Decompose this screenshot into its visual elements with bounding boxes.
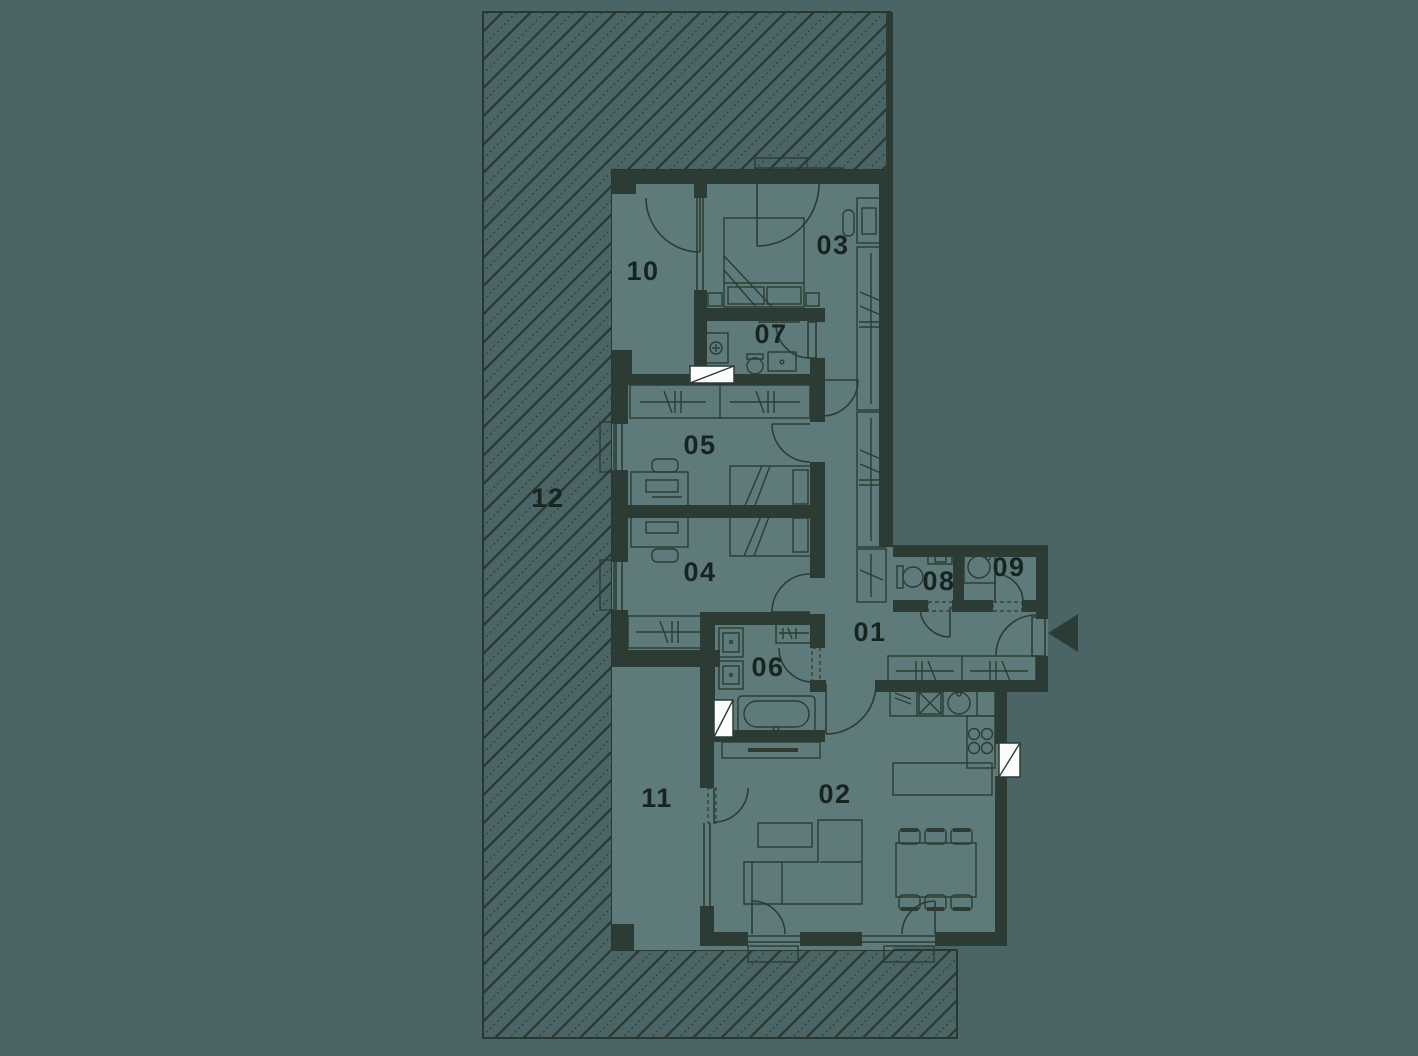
room-label-07: 07: [754, 319, 787, 349]
room-label-01: 01: [853, 617, 886, 647]
room-label-12: 12: [531, 483, 564, 513]
walls: [612, 12, 1048, 950]
door-terrace-10: [645, 197, 701, 253]
window-glazing: [615, 170, 1023, 943]
room-label-08: 08: [922, 566, 955, 596]
room-label-11: 11: [641, 783, 673, 813]
kitchen-counters: [889, 689, 996, 796]
window-bath-07: [689, 365, 735, 384]
door-room-06: [778, 647, 821, 683]
room-label-02: 02: [818, 779, 851, 809]
room-label-04: 04: [683, 557, 716, 587]
door-room-07: [775, 321, 817, 359]
wardrobe-row-hall: [887, 655, 1037, 687]
furniture-room-09: [963, 551, 996, 584]
doors: [645, 183, 1046, 935]
wardrobe-column: [856, 246, 887, 603]
wardrobe-row-05: [629, 384, 811, 419]
furniture-room-04: [627, 513, 813, 649]
room-labels: 10 03 07 05 12 04 08 09 01 06 11 02: [531, 230, 1025, 813]
furniture-room-07: [702, 317, 800, 375]
door-terrace-11: [713, 787, 749, 823]
door-entrance: [995, 614, 1046, 657]
room-label-09: 09: [992, 552, 1025, 582]
door-living-garden-left: [751, 900, 786, 935]
window-bath-06: [713, 699, 734, 738]
building-floor: [612, 183, 1048, 950]
furniture-room-06: [718, 623, 816, 733]
door-room-05: [771, 423, 811, 463]
door-hall-to-living: [825, 683, 877, 735]
living-furniture: [743, 819, 977, 911]
room-label-05: 05: [683, 430, 716, 460]
entry-arrow-icon: [1048, 614, 1078, 652]
interior-windows: [689, 365, 1021, 778]
furniture-room-05: [630, 458, 813, 509]
room-label-10: 10: [626, 256, 659, 286]
door-room-04: [771, 573, 811, 613]
door-room-08: [919, 606, 951, 638]
room-label-03: 03: [816, 230, 849, 260]
window-kitchen-02: [998, 742, 1021, 778]
room-label-06: 06: [751, 652, 784, 682]
garden-steps: [747, 945, 935, 963]
furniture-room-03: [707, 197, 889, 308]
furniture-room-08: [896, 548, 953, 589]
door-room-03-window: [756, 183, 820, 247]
sideboard-living: [721, 741, 821, 759]
